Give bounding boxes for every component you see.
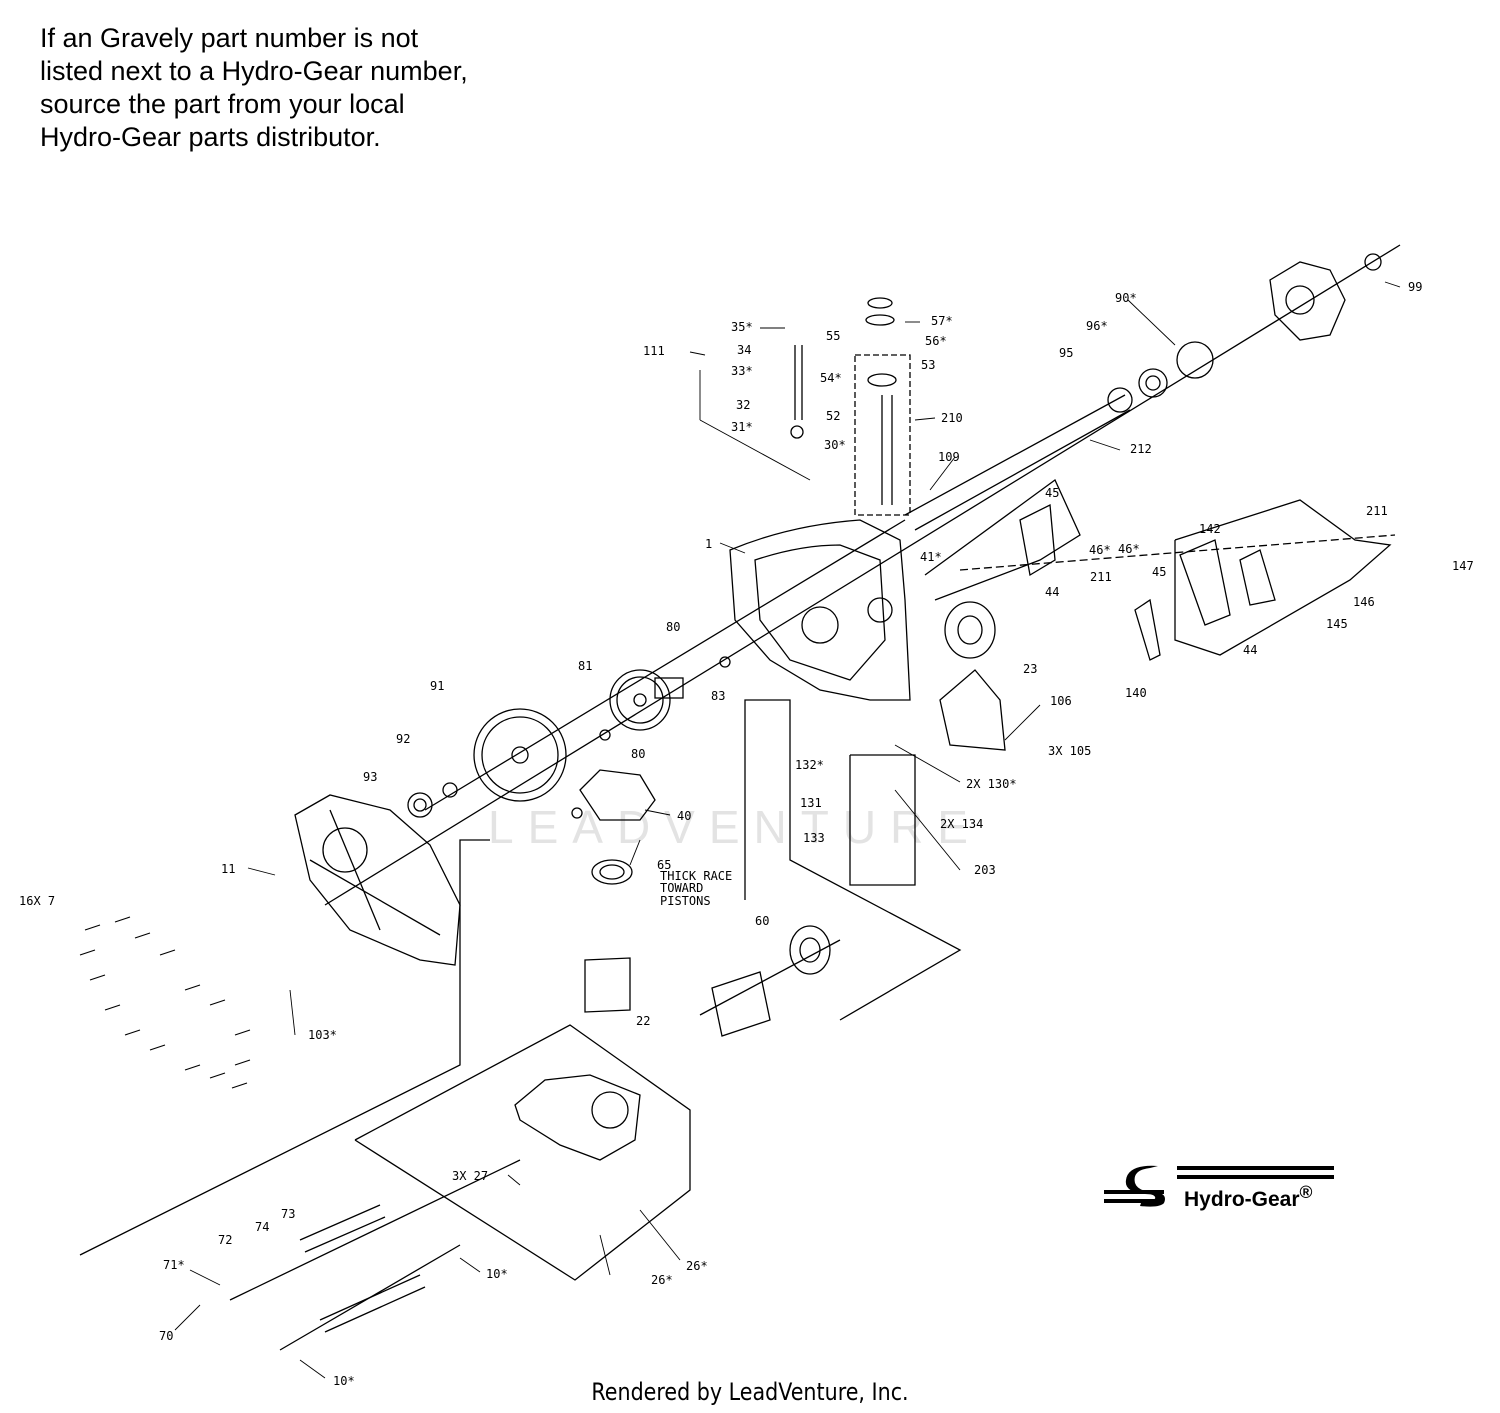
part-callout: 132* <box>795 758 824 772</box>
brand-name: Hydro-Gear® <box>1184 1182 1313 1211</box>
part-callout: 2X 130* <box>966 777 1017 791</box>
part-callout: 45 <box>1045 486 1059 500</box>
part-callout: 34 <box>737 343 751 357</box>
part-callout: 57* <box>931 314 953 328</box>
part-callout: 10* <box>486 1267 508 1281</box>
part-callout: 111 <box>643 344 665 358</box>
part-callout: 83 <box>711 689 725 703</box>
hydro-gear-logo-mark <box>1104 1165 1334 1207</box>
part-callout: 74 <box>255 1220 269 1234</box>
part-callout: 80 <box>666 620 680 634</box>
part-callout: 30* <box>824 438 846 452</box>
part-callout: 71* <box>163 1258 185 1272</box>
notice-line-1: If an Gravely part number is not <box>40 23 419 53</box>
part-callout: 53 <box>921 358 935 372</box>
part-callout: 99 <box>1408 280 1422 294</box>
part-callout: 3X 27 <box>452 1169 488 1183</box>
part-callout: TOWARD <box>660 881 703 895</box>
part-callout: 26* <box>686 1259 708 1273</box>
part-callout: 45 <box>1152 565 1166 579</box>
parts-notice: If an Gravely part number is not listed … <box>40 22 560 154</box>
part-callout: 211 <box>1090 570 1112 584</box>
part-callout: 22 <box>636 1014 650 1028</box>
part-callout: 131 <box>800 796 822 810</box>
part-callout: 109 <box>938 450 960 464</box>
hydro-gear-logo: Hydro-Gear® <box>1104 1162 1344 1212</box>
part-callout: 147 <box>1452 559 1474 573</box>
part-callout: 33* <box>731 364 753 378</box>
part-callout: 146 <box>1353 595 1375 609</box>
part-callout: 55 <box>826 329 840 343</box>
part-callout: 2X 134 <box>940 817 983 831</box>
part-callout: 92 <box>396 732 410 746</box>
part-callout: 211 <box>1366 504 1388 518</box>
part-callout: 145 <box>1326 617 1348 631</box>
part-callout: 44 <box>1243 643 1257 657</box>
part-callout: 16X 7 <box>19 894 55 908</box>
part-callout: 96* <box>1086 319 1108 333</box>
part-callout: THICK RACE <box>660 869 732 883</box>
part-callout: 3X 105 <box>1048 744 1091 758</box>
part-callout: 11 <box>221 862 235 876</box>
part-callout: 10* <box>333 1374 355 1388</box>
notice-line-3: source the part from your local <box>40 89 405 119</box>
part-callout: 41* <box>920 550 942 564</box>
notice-line-4: Hydro-Gear parts distributor. <box>40 122 381 152</box>
part-callout: 210 <box>941 411 963 425</box>
part-callout: 46* <box>1118 542 1140 556</box>
part-callout: 90* <box>1115 291 1137 305</box>
part-callout: 72 <box>218 1233 232 1247</box>
render-credit: Rendered by LeadVenture, Inc. <box>591 1378 909 1406</box>
part-callout: 40 <box>677 809 691 823</box>
part-callout: 26* <box>651 1273 673 1287</box>
part-callout: 46* <box>1089 543 1111 557</box>
part-callout: 95 <box>1059 346 1073 360</box>
part-callout: 31* <box>731 420 753 434</box>
part-callout: 56* <box>925 334 947 348</box>
part-callout: 65 <box>657 858 671 872</box>
part-callout: 23 <box>1023 662 1037 676</box>
part-callout: 142 <box>1199 522 1221 536</box>
registered-mark: ® <box>1299 1182 1313 1202</box>
part-callout: 1 <box>705 537 712 551</box>
part-callout: 44 <box>1045 585 1059 599</box>
part-callout: 81 <box>578 659 592 673</box>
notice-line-2: listed next to a Hydro-Gear number, <box>40 56 468 86</box>
part-callout: 133 <box>803 831 825 845</box>
leadventure-watermark: LEADVENTURE <box>488 801 982 853</box>
part-callout: PISTONS <box>660 894 711 908</box>
part-callout: 106 <box>1050 694 1072 708</box>
part-callout: 93 <box>363 770 377 784</box>
part-callout: 91 <box>430 679 444 693</box>
part-callout: 203 <box>974 863 996 877</box>
part-callout: 60 <box>755 914 769 928</box>
part-callout: 54* <box>820 371 842 385</box>
diagram-drawing <box>79 244 1401 1379</box>
part-callout: 52 <box>826 409 840 423</box>
part-callout: 32 <box>736 398 750 412</box>
part-callout: 73 <box>281 1207 295 1221</box>
part-callout: 212 <box>1130 442 1152 456</box>
part-callout: 140 <box>1125 686 1147 700</box>
part-callout: 103* <box>308 1028 337 1042</box>
part-callout: 35* <box>731 320 753 334</box>
part-callout: 70 <box>159 1329 173 1343</box>
part-callout: 80 <box>631 747 645 761</box>
